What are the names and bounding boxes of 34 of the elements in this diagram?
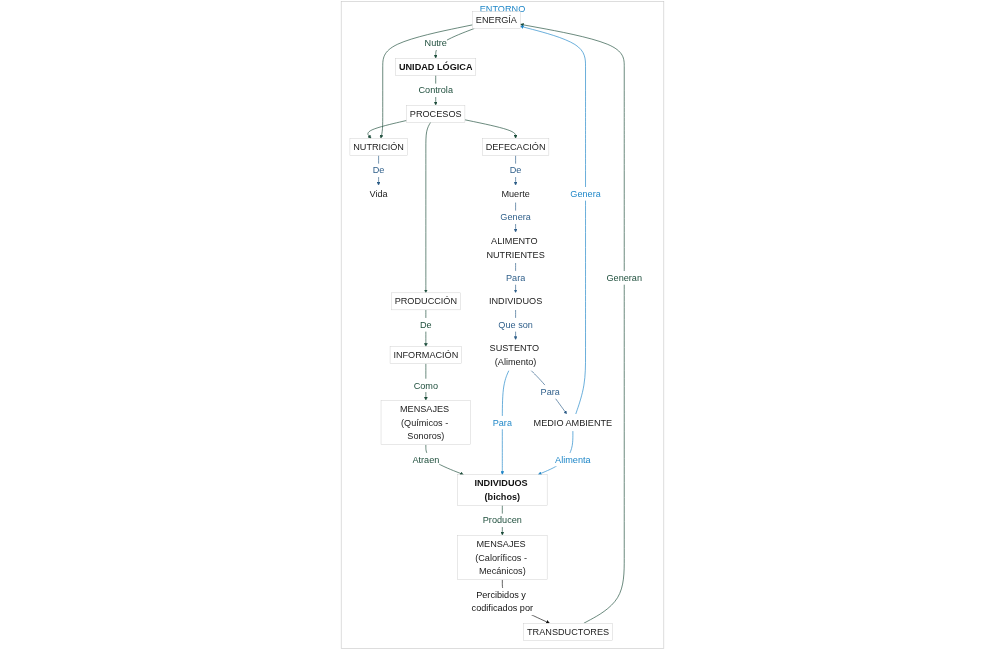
edge-label: Controla bbox=[418, 85, 453, 96]
node-box: NUTRICIÓN bbox=[349, 138, 408, 156]
edge-label: De bbox=[372, 165, 385, 176]
node-text: MEDIO AMBIENTE bbox=[533, 417, 613, 428]
node-box: ENERGÍA bbox=[472, 11, 521, 29]
edge-label: Nutre bbox=[424, 38, 447, 49]
edge-label: Para bbox=[492, 417, 512, 428]
node-text: Muerte bbox=[501, 188, 530, 200]
node-box: PROCESOS bbox=[406, 105, 466, 123]
edge-label: Generan bbox=[606, 272, 643, 284]
edge-label: Para bbox=[505, 272, 526, 284]
node-box: TRANSDUCTORES bbox=[523, 623, 613, 641]
edge-label: De bbox=[420, 319, 432, 330]
node-text: SUSTENTO (Alimento) bbox=[489, 343, 540, 368]
node-text: ALIMENTO NUTRIENTES bbox=[486, 235, 545, 260]
edge-label: Atraen bbox=[412, 454, 440, 465]
edge-label: Para bbox=[540, 386, 560, 398]
edge-label: Como bbox=[413, 380, 439, 391]
node-text: Vida bbox=[369, 188, 388, 200]
edge-label: Percibidos y codificados por bbox=[471, 589, 534, 614]
edge-label: De bbox=[509, 165, 522, 176]
node-box: UNIDAD LÓGICA bbox=[395, 58, 476, 76]
edge-label: Genera bbox=[500, 212, 531, 223]
node-text: INDIVIDUOS bbox=[488, 296, 543, 307]
node-box: PRODUCCIÓN bbox=[391, 292, 461, 311]
node-box: INFORMACIÓN bbox=[389, 346, 462, 364]
node-box: MENSAJES (Caloríficos - Mecánicos) bbox=[457, 535, 548, 580]
node-box: MENSAJES (Químicos - Sonoros) bbox=[380, 400, 471, 445]
edge-label: Alimenta bbox=[555, 454, 591, 465]
edge-label: Producen bbox=[482, 515, 522, 526]
edge-label: Genera bbox=[570, 188, 601, 200]
node-box: DEFECACIÓN bbox=[482, 138, 550, 156]
edge-label: Que son bbox=[498, 319, 533, 330]
node-box: INDIVIDUOS (bichos) bbox=[457, 474, 548, 506]
